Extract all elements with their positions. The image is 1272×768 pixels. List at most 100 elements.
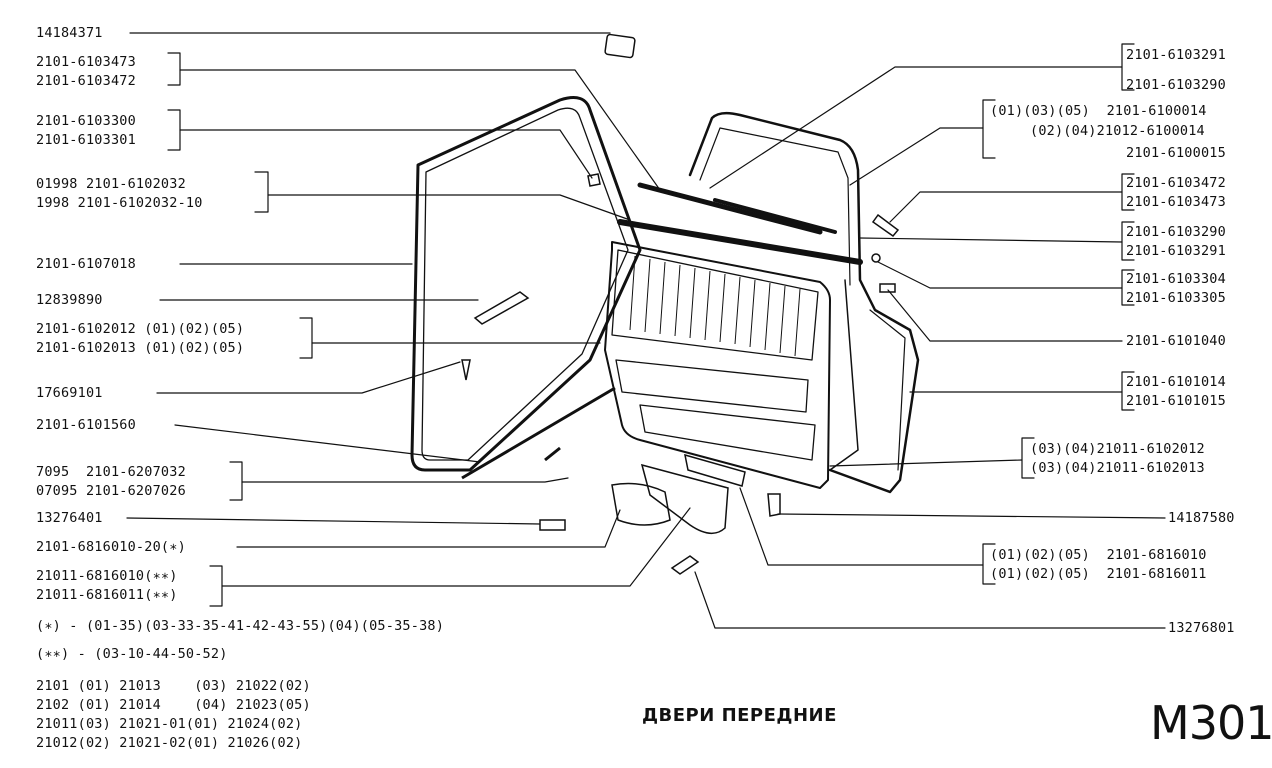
label-left-11: 2101-6102013 (01)(02)(05) <box>36 340 245 356</box>
bracket-right-7 <box>1021 437 1035 479</box>
label-right-7: 2101-6103473 <box>1126 194 1226 210</box>
leader-6102012-r <box>829 459 1023 467</box>
label-right-4: (02)(04)21012-6100014 <box>1030 123 1205 139</box>
part-armrest-21011 <box>640 463 729 534</box>
label-right-20: 13276801 <box>1168 620 1235 636</box>
note-2: (∗∗) - (03-10-44-50-52) <box>36 646 228 662</box>
label-right-10: 2101-6103304 <box>1126 271 1226 287</box>
part-14184371 <box>604 33 636 59</box>
leader-6816010-20 <box>236 509 621 548</box>
window-strip-3 <box>713 198 837 234</box>
label-left-3: 2101-6103472 <box>36 73 136 89</box>
trim-panel-outline <box>604 241 831 489</box>
door-edge <box>869 309 906 471</box>
label-left-6: 01998 2101-6102032 <box>36 176 186 192</box>
trim-armrest-pocket <box>615 359 809 413</box>
label-right-2: 2101-6103290 <box>1126 77 1226 93</box>
label-left-8: 2101-6107018 <box>36 256 136 272</box>
door-frame-inner <box>699 127 851 286</box>
label-right-8: 2101-6103290 <box>1126 224 1226 240</box>
label-left-4: 2101-6103300 <box>36 113 136 129</box>
catalog-code: M301 <box>1150 696 1272 750</box>
leader-6103472-r <box>889 191 1123 223</box>
model-row-4: 21012(02) 21021-02(01) 21026(02) <box>36 735 303 751</box>
bracket-left-6 <box>229 461 243 501</box>
leader-17669101 <box>156 361 461 394</box>
bracket-left-2 <box>167 52 181 86</box>
door-frame-outer <box>688 111 920 494</box>
part-armrest-6816010 <box>684 453 746 487</box>
note-1: (∗) - (01-35)(03-33-35-41-42-43-55)(04)(… <box>36 618 445 634</box>
part-screw-13276401 <box>539 519 566 531</box>
bracket-left-7 <box>209 565 223 607</box>
label-left-14: 7095 2101-6207032 <box>36 464 186 480</box>
leader-6103291 <box>709 66 1123 189</box>
part-seal-6103472 <box>871 213 900 238</box>
leader-6816010-r <box>739 487 984 566</box>
label-right-16: (03)(04)21011-6102013 <box>1030 460 1205 476</box>
leader-6101040 <box>887 289 1123 342</box>
label-right-6: 2101-6103472 <box>1126 175 1226 191</box>
label-right-11: 2101-6103305 <box>1126 290 1226 306</box>
bracket-left-5 <box>299 317 313 359</box>
label-right-13: 2101-6101014 <box>1126 374 1226 390</box>
leader-6207032 <box>241 477 569 483</box>
part-plug-6103304 <box>871 253 881 263</box>
bracket-right-8 <box>982 543 996 585</box>
leader-6101560 <box>174 424 481 463</box>
leader-6103290-r <box>859 237 1123 243</box>
label-left-7: 1998 2101-6102032-10 <box>36 195 203 211</box>
leader-6103304 <box>877 261 1123 289</box>
label-left-9: 12839890 <box>36 292 103 308</box>
label-right-17: 14187580 <box>1168 510 1235 526</box>
bracket-right-4 <box>1121 221 1135 261</box>
bracket-left-4 <box>254 171 269 213</box>
part-lock-6101040 <box>879 283 896 293</box>
bracket-right-2 <box>982 99 996 159</box>
label-left-17: 2101-6816010-20(∗) <box>36 539 186 555</box>
label-left-15: 07095 2101-6207026 <box>36 483 186 499</box>
label-right-14: 2101-6101015 <box>1126 393 1226 409</box>
part-clip-14187580 <box>767 493 781 517</box>
part-knob-12839890 <box>473 291 530 325</box>
model-row-2: 2102 (01) 21014 (04) 21023(05) <box>36 697 311 713</box>
label-left-10: 2101-6102012 (01)(02)(05) <box>36 321 245 337</box>
part-clip-6103300 <box>587 173 601 187</box>
part-strip-6101560 <box>461 386 616 480</box>
label-right-15: (03)(04)21011-6102012 <box>1030 441 1205 457</box>
leader-13276401 <box>126 517 541 525</box>
label-right-19: (01)(02)(05) 2101-6816011 <box>990 566 1207 582</box>
label-left-2: 2101-6103473 <box>36 54 136 70</box>
trim-lower-pocket <box>639 404 816 461</box>
window-strip-1 <box>617 219 863 265</box>
diagram-title: ДВЕРИ ПЕРЕДНИЕ <box>642 705 837 726</box>
label-right-18: (01)(02)(05) 2101-6816010 <box>990 547 1207 563</box>
door-seal-inner <box>421 107 629 461</box>
label-left-16: 13276401 <box>36 510 103 526</box>
small-parts <box>461 33 900 575</box>
leader-13276801 <box>694 571 1166 629</box>
part-screw-17669101 <box>461 359 471 381</box>
model-row-3: 21011(03) 21021-01(01) 21024(02) <box>36 716 303 732</box>
label-left-18: 21011-6816010(∗∗) <box>36 568 178 584</box>
leader-21011-6816010 <box>221 507 691 587</box>
leader-6102032 <box>267 194 631 221</box>
label-left-13: 2101-6101560 <box>36 417 136 433</box>
label-right-5: 2101-6100015 <box>1126 145 1226 161</box>
trim-pleats <box>629 255 801 357</box>
label-left-1: 14184371 <box>36 25 103 41</box>
label-right-1: 2101-6103291 <box>1126 47 1226 63</box>
leader-14187580 <box>777 513 1166 519</box>
label-left-5: 2101-6103301 <box>36 132 136 148</box>
label-right-3: (01)(03)(05) 2101-6100014 <box>990 103 1207 119</box>
leader-6100014 <box>849 127 984 186</box>
label-left-12: 17669101 <box>36 385 103 401</box>
leader-6103300 <box>179 129 593 179</box>
door-pillar <box>829 279 859 471</box>
leader-6103473 <box>179 69 661 191</box>
model-row-1: 2101 (01) 21013 (03) 21022(02) <box>36 678 311 694</box>
part-handle-6816010-20 <box>611 482 671 526</box>
label-right-9: 2101-6103291 <box>1126 243 1226 259</box>
